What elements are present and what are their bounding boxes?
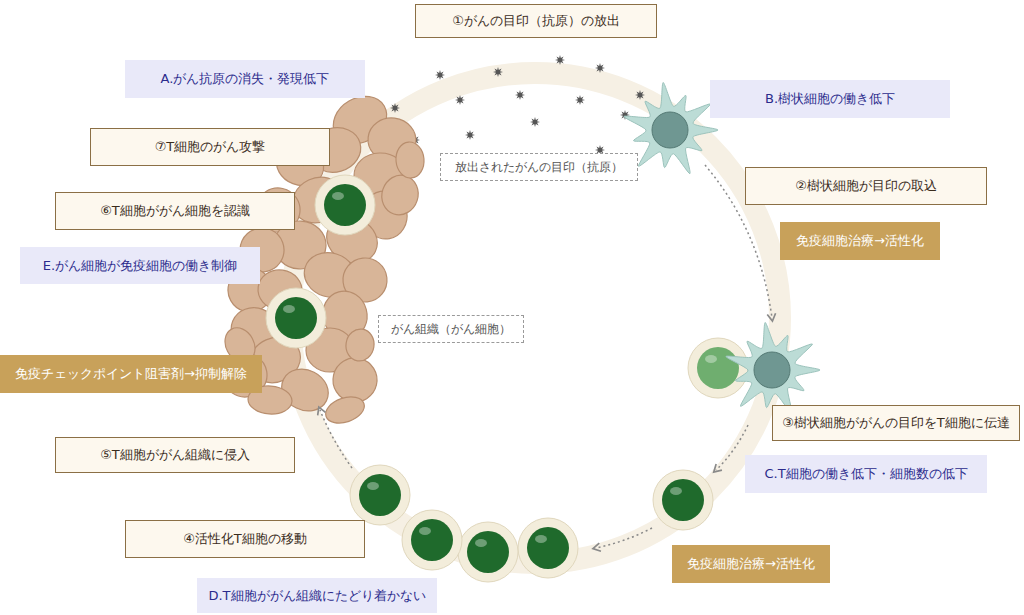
node-text: ③樹状細胞ががんの目印をT細胞に伝達	[782, 414, 1010, 432]
node-text: ⑥T細胞ががん細胞を認識	[100, 202, 250, 220]
t-cell	[688, 338, 748, 398]
cancer-cell	[377, 170, 424, 219]
t-cell	[315, 175, 375, 235]
cancer-cell	[322, 392, 368, 428]
t-cell	[402, 510, 462, 570]
antigen-dot	[515, 90, 525, 100]
node-text: 免疫細胞治療→活性化	[687, 555, 815, 573]
flow-arrows	[320, 165, 772, 548]
step-box: ④活性化T細胞の移動	[125, 520, 365, 558]
problem-box: D.T細胞ががん組織にたどり着かない	[197, 578, 437, 613]
t-cell	[350, 465, 410, 525]
node-text: ⑤T細胞ががん組織に侵入	[100, 446, 250, 464]
node-text: ⑦T細胞のがん攻撃	[155, 138, 266, 156]
problem-box: B.樹状細胞の働き低下	[710, 80, 950, 118]
antigen-dot	[493, 67, 503, 77]
step-box: ①がんの目印（抗原）の放出	[415, 4, 657, 38]
node-text: C.T細胞の働き低下・細胞数の低下	[764, 465, 967, 483]
cancer-cell	[394, 141, 425, 179]
step-box: ⑦T細胞のがん攻撃	[90, 128, 330, 166]
node-text: ④活性化T細胞の移動	[183, 530, 307, 548]
therapy-box: 免疫チェックポイント阻害剤→抑制解除	[0, 355, 262, 393]
therapy-box: 免疫細胞治療→活性化	[672, 545, 830, 583]
t-cell	[266, 288, 326, 348]
immune-cells	[266, 82, 820, 582]
cancer-cell	[344, 327, 377, 363]
t-cell	[458, 522, 518, 582]
antigen-dot	[575, 95, 585, 105]
node-text: がん組織（がん細胞）	[391, 321, 511, 338]
antigen-dot	[595, 63, 605, 73]
note-box: がん組織（がん細胞）	[378, 315, 524, 343]
node-text: 免疫チェックポイント阻害剤→抑制解除	[15, 365, 247, 383]
therapy-box: 免疫細胞治療→活性化	[780, 222, 940, 260]
dendritic-cell	[624, 82, 718, 173]
step-box: ③樹状細胞ががんの目印をT細胞に伝達	[772, 405, 1020, 441]
t-cell	[518, 518, 578, 578]
problem-box: C.T細胞の働き低下・細胞数の低下	[745, 455, 987, 493]
node-text: E.がん細胞が免疫細胞の働き制御	[43, 257, 237, 275]
antigen-dot	[390, 103, 400, 113]
step-box: ⑤T細胞ががん組織に侵入	[55, 437, 295, 473]
antigen-dot	[435, 70, 445, 80]
node-text: ②樹状細胞が目印の取込	[795, 177, 937, 195]
dendritic-cell	[726, 322, 820, 413]
antigen-dot	[555, 55, 565, 65]
antigen-dot	[455, 95, 465, 105]
step-box: ⑥T細胞ががん細胞を認識	[55, 192, 295, 230]
problem-box: E.がん細胞が免疫細胞の働き制御	[20, 247, 260, 284]
node-text: A.がん抗原の消失・発現低下	[161, 70, 330, 88]
node-text: D.T細胞ががん組織にたどり着かない	[208, 587, 425, 605]
t-cell	[653, 470, 713, 530]
antigen-dot	[530, 117, 540, 127]
node-text: ①がんの目印（抗原）の放出	[452, 12, 620, 30]
problem-box: A.がん抗原の消失・発現低下	[125, 60, 365, 98]
node-text: 放出されたがんの目印（抗原）	[455, 159, 623, 176]
antigen-dots	[370, 55, 645, 195]
cycle-ring	[290, 73, 780, 563]
antigen-dot	[635, 90, 645, 100]
antigen-dot	[465, 130, 475, 140]
node-text: B.樹状細胞の働き低下	[765, 90, 895, 108]
note-box: 放出されたがんの目印（抗原）	[440, 153, 638, 181]
node-text: 免疫細胞治療→活性化	[796, 232, 924, 250]
step-box: ②樹状細胞が目印の取込	[745, 167, 987, 205]
